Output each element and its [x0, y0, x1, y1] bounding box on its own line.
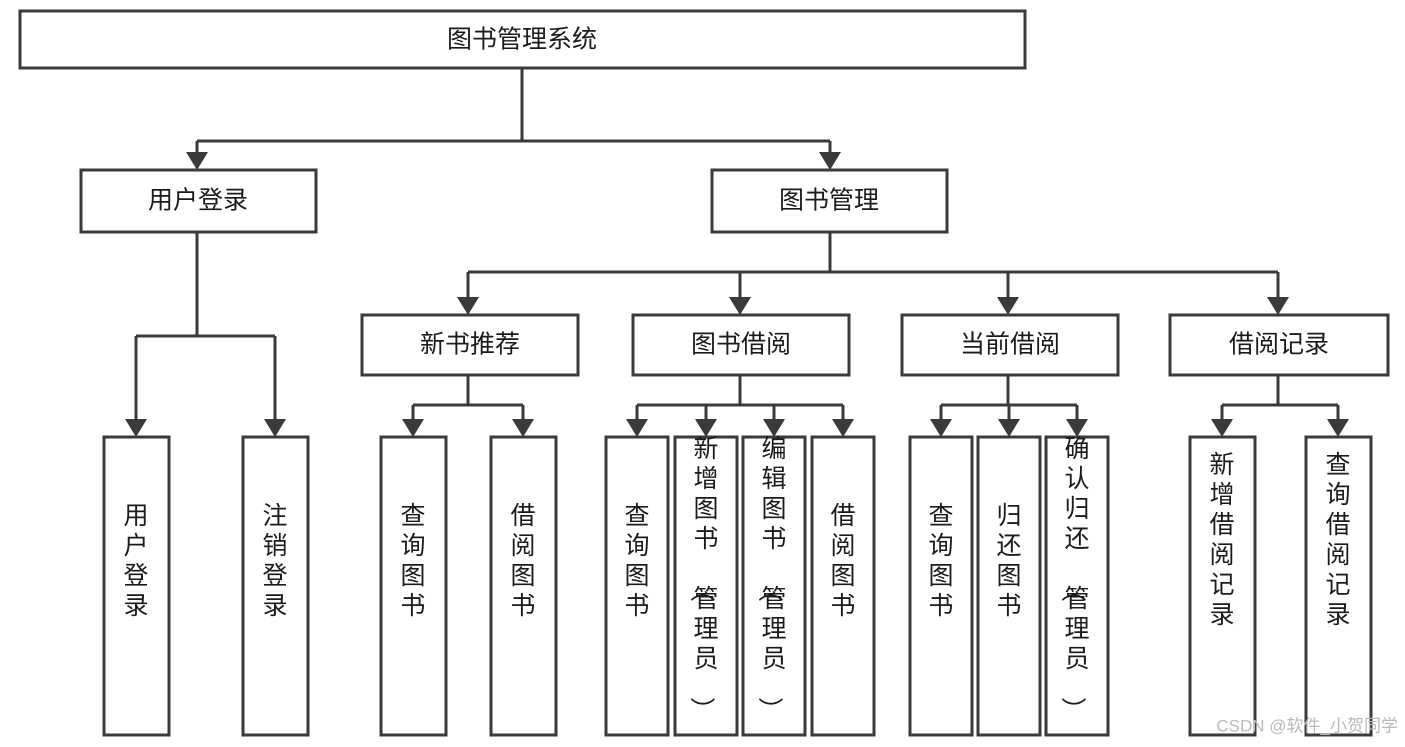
leaf-add-record-box[interactable]: [1188, 435, 1257, 737]
node-current-borrow-label: 当前借阅: [960, 331, 1060, 359]
node-current-borrow[interactable]: 当前借阅: [900, 313, 1120, 377]
arrow-to-leaf-query-book-2: [626, 419, 648, 437]
connector-group-user-login: [125, 232, 286, 437]
leaf-return-book-label: 归还图书: [996, 502, 1021, 620]
leaf-confirm-return-label: 确认归还（管理员）: [1058, 435, 1089, 722]
leaf-query-book-1[interactable]: 查询图书: [379, 435, 448, 737]
leaf-query-book-2-label: 查询图书: [624, 502, 649, 620]
node-new-book-recommend[interactable]: 新书推荐: [360, 313, 580, 377]
arrow-to-current-borrow: [997, 297, 1019, 315]
node-current-borrow-box[interactable]: [900, 313, 1120, 377]
leaf-borrow-book-1-box[interactable]: [489, 435, 558, 737]
node-root[interactable]: 图书管理系统: [18, 9, 1027, 70]
node-book-borrow-box[interactable]: [631, 313, 851, 377]
leaf-query-book-1-label: 查询图书: [400, 502, 425, 620]
arrow-to-borrow-record: [1267, 297, 1289, 315]
leaf-query-book-3[interactable]: 查询图书: [908, 435, 974, 737]
arrow-to-leaf-borrow-book-1: [512, 419, 534, 437]
leaf-borrow-book-1-label: 借阅图书: [510, 502, 535, 620]
leaf-borrow-book-1[interactable]: 借阅图书: [489, 435, 558, 737]
connector-group-book-borrow: [626, 375, 854, 437]
arrow-to-leaf-edit-book: [763, 419, 785, 437]
connector-group-current-borrow: [930, 375, 1088, 437]
node-book-borrow-label: 图书借阅: [691, 331, 791, 359]
connector-group-new-book-recommend: [402, 375, 534, 437]
node-user-login-label: 用户登录: [148, 187, 248, 215]
arrow-to-new-book-recommend: [457, 297, 479, 315]
node-book-borrow[interactable]: 图书借阅: [631, 313, 851, 377]
leaf-add-record[interactable]: 新增借阅记录: [1188, 435, 1257, 737]
leaf-query-record-box[interactable]: [1304, 435, 1373, 737]
arrow-to-leaf-query-record: [1327, 419, 1349, 437]
leaf-user-logout-box[interactable]: [241, 435, 310, 737]
node-new-book-recommend-box[interactable]: [360, 313, 580, 377]
node-new-book-recommend-label: 新书推荐: [420, 331, 520, 359]
leaf-borrow-book-2[interactable]: 借阅图书: [810, 435, 876, 737]
leaf-borrow-book-2-label: 借阅图书: [830, 502, 855, 620]
arrow-to-leaf-confirm-return: [1066, 419, 1088, 437]
leaf-edit-book-box[interactable]: [741, 435, 807, 737]
leaf-confirm-return-box[interactable]: [1044, 435, 1110, 737]
csdn-watermark: CSDN @软件_小贺同学: [1216, 716, 1398, 735]
leaf-user-login-box[interactable]: [102, 435, 171, 737]
arrow-to-leaf-add-book: [695, 419, 717, 437]
node-user-login[interactable]: 用户登录: [79, 168, 318, 234]
arrow-to-user-login: [186, 152, 208, 170]
leaf-return-book[interactable]: 归还图书: [976, 435, 1042, 737]
leaf-return-book-box[interactable]: [976, 435, 1042, 737]
leaf-user-logout-label: 注销登录: [262, 502, 287, 620]
leaf-add-book[interactable]: 新增图书（管理员）: [673, 435, 739, 737]
node-borrow-record-label: 借阅记录: [1229, 331, 1329, 359]
leaf-query-book-2[interactable]: 查询图书: [604, 435, 670, 737]
leaf-query-record[interactable]: 查询借阅记录: [1304, 435, 1373, 737]
leaf-edit-book[interactable]: 编辑图书（管理员）: [741, 435, 807, 737]
arrow-to-book-manage: [819, 152, 841, 170]
node-root-box[interactable]: [18, 9, 1027, 70]
leaf-user-login-label: 用户登录: [123, 502, 148, 620]
leaf-user-logout[interactable]: 注销登录: [241, 435, 310, 737]
arrow-to-leaf-query-book-1: [402, 419, 424, 437]
arrow-to-leaf-user-login: [125, 419, 147, 437]
connector-group-borrow-record: [1211, 375, 1349, 437]
node-book-manage[interactable]: 图书管理: [710, 168, 949, 234]
node-user-login-box[interactable]: [79, 168, 318, 234]
leaf-confirm-return[interactable]: 确认归还（管理员）: [1044, 435, 1110, 737]
leaf-query-book-3-box[interactable]: [908, 435, 974, 737]
leaf-add-book-box[interactable]: [673, 435, 739, 737]
leaf-query-record-label: 查询借阅记录: [1325, 451, 1350, 629]
node-book-manage-box[interactable]: [710, 168, 949, 234]
arrow-to-leaf-query-book-3: [930, 419, 952, 437]
node-borrow-record[interactable]: 借阅记录: [1168, 313, 1390, 377]
connector-group-root: [186, 68, 841, 170]
leaf-add-record-label: 新增借阅记录: [1209, 451, 1234, 629]
node-book-manage-label: 图书管理: [779, 187, 879, 215]
leaf-user-login[interactable]: 用户登录: [102, 435, 171, 737]
leaf-edit-book-label: 编辑图书（管理员）: [755, 435, 786, 722]
arrow-to-leaf-borrow-book-2: [832, 419, 854, 437]
leaf-query-book-3-label: 查询图书: [928, 502, 953, 620]
arrow-to-book-borrow: [729, 297, 751, 315]
node-root-label: 图书管理系统: [447, 26, 597, 54]
arrow-to-leaf-user-logout: [264, 419, 286, 437]
leaf-query-book-2-box[interactable]: [604, 435, 670, 737]
leaf-add-book-label: 新增图书（管理员）: [687, 435, 718, 722]
connector-group-book-manage: [457, 232, 1289, 315]
leaf-query-book-1-box[interactable]: [379, 435, 448, 737]
arrow-to-leaf-add-record: [1211, 419, 1233, 437]
leaf-borrow-book-2-box[interactable]: [810, 435, 876, 737]
arrow-to-leaf-return-book: [998, 419, 1020, 437]
node-borrow-record-box[interactable]: [1168, 313, 1390, 377]
